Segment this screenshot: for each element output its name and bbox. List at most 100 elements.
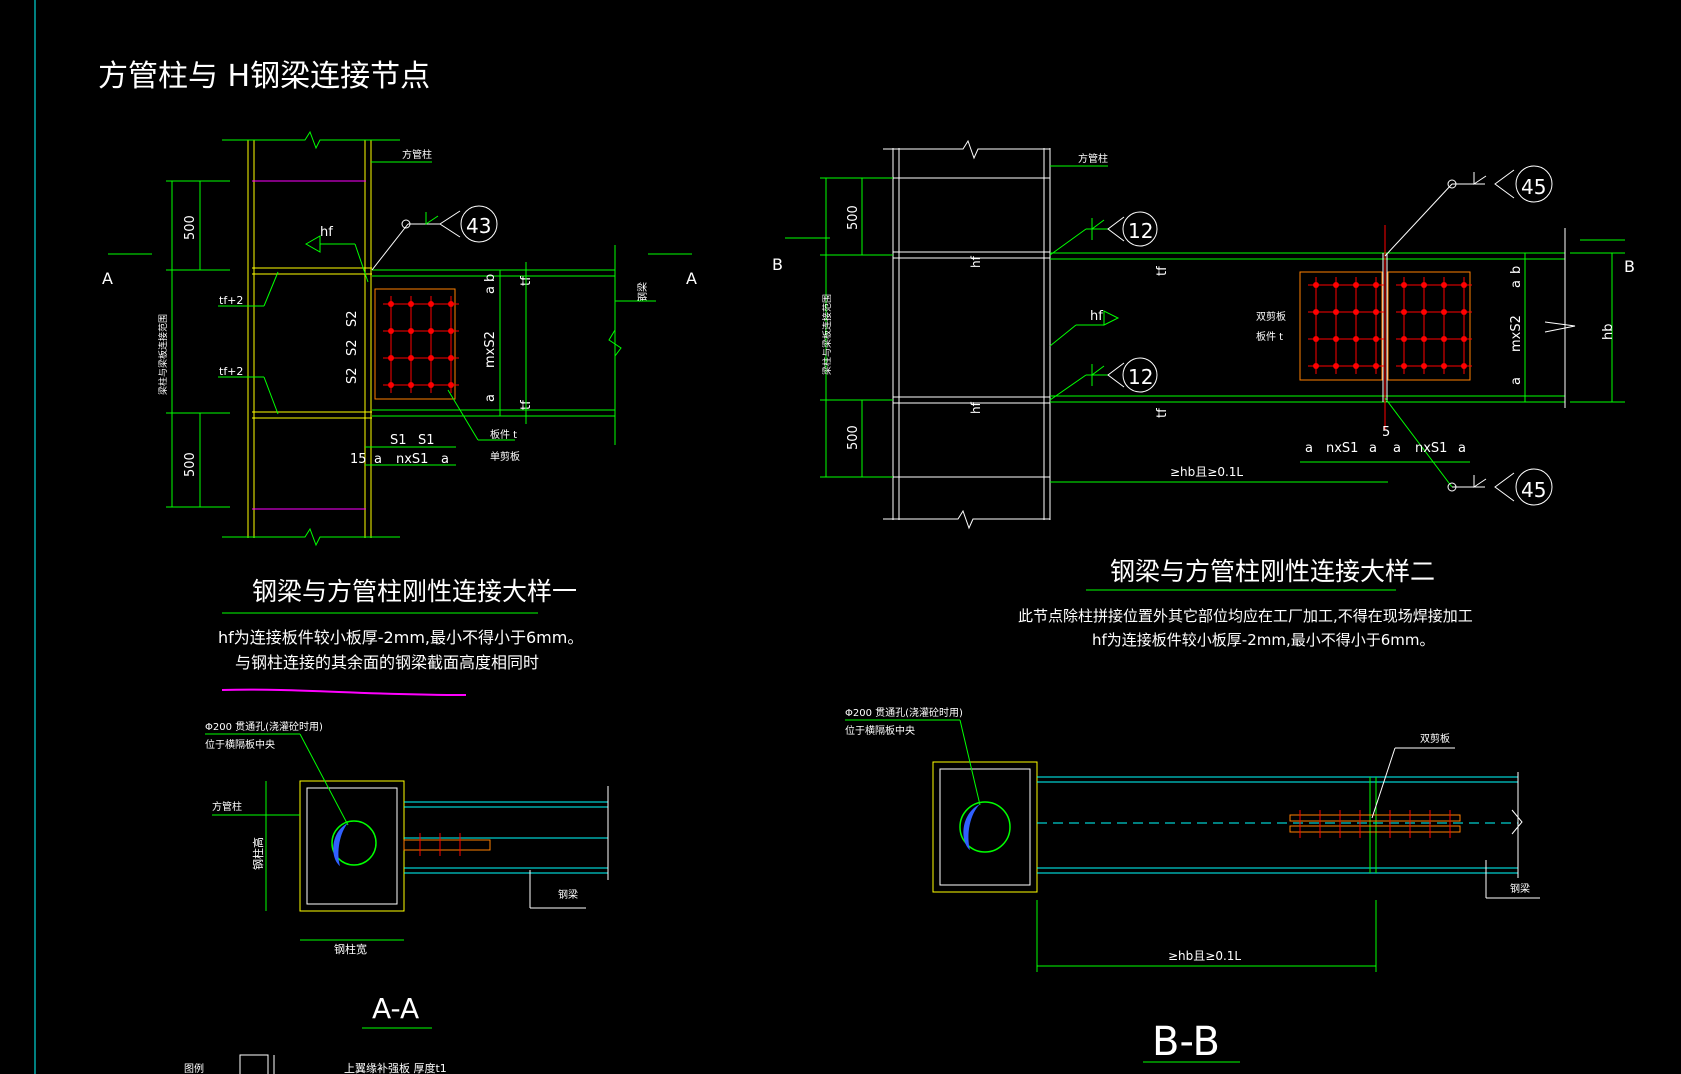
d1-range-label: 梁柱与梁板连接范围: [157, 314, 169, 395]
aa-pour-hole-shade: [333, 823, 348, 866]
d2-weld45-top-leader: [1384, 183, 1453, 257]
d1-bolt: [428, 382, 434, 388]
page-title: 方管柱与 H钢梁连接节点: [98, 59, 430, 94]
d1-label-hf: hf: [320, 225, 333, 240]
d1-s2-1: S2: [345, 310, 360, 327]
aa-note-hole-2: 位于横隔板中央: [205, 738, 275, 751]
d1-label-tf2-bottom: tf+2: [219, 365, 243, 378]
d2-weld45-bot-tail: [1494, 472, 1515, 502]
d2-title: 钢梁与方管柱刚性连接大样二: [1110, 557, 1435, 586]
d2-label-hf: hf: [1090, 309, 1103, 324]
d1-label-plate: 板件 t: [490, 428, 517, 441]
d2-label-5: 5: [1382, 425, 1390, 440]
d2-break-bottom: [883, 509, 1050, 530]
d2-right-bolt: [1401, 282, 1407, 288]
d2-b-top: b: [1509, 266, 1524, 274]
d1-bolt-group: [383, 296, 459, 393]
d2-left-bolt: [1313, 309, 1319, 315]
d2-a-3: a: [1393, 441, 1401, 456]
d1-label-single-shear: 单剪板: [490, 450, 520, 463]
d2-weld45-top-text: 45: [1521, 175, 1546, 199]
d1-hf-leader-b: [354, 243, 369, 283]
d2-left-bolt: [1333, 282, 1339, 288]
d2-weld45-top-circle: [1515, 165, 1553, 203]
d2-weld45-top-tail: [1494, 169, 1515, 199]
d1-weld-symbol-text: 43: [466, 214, 491, 238]
d2-dim-500-top: 500: [846, 205, 861, 230]
d2-right-bolt: [1461, 336, 1467, 342]
d2-weld12-bot-circle: [1122, 357, 1158, 393]
d2-right-bolt: [1441, 282, 1447, 288]
d2-nxs1-right: nxS1: [1415, 441, 1447, 456]
d2-left-bolt: [1313, 282, 1319, 288]
bb-dim-length: ≥hb且≥0.1L: [1168, 949, 1241, 963]
d1-label-column: 方管柱: [402, 148, 432, 161]
d1-a-bot: a: [483, 394, 498, 402]
bb-note-hole: Φ200 贯通孔(浇灌砼时用): [845, 706, 963, 719]
d1-title: 钢梁与方管柱刚性连接大样一: [252, 577, 577, 606]
d2-note-1: 此节点除柱拼接位置外其它部位均应在工厂加工,不得在现场焊接加工: [1018, 607, 1473, 625]
d1-weld-symbol-circle: [460, 205, 498, 243]
bb-beam-break: [1511, 809, 1523, 835]
d1-leader-tf2-top-b: [263, 271, 279, 307]
d2-beam-break: [1544, 321, 1576, 333]
d1-section-marker-right: A: [686, 269, 697, 288]
d2-right-bolt: [1401, 363, 1407, 369]
section-aa: 钢柱高 钢柱宽 方管柱 Φ200 贯通孔(浇灌砼时用) 位于横隔板中央 钢梁: [205, 720, 609, 956]
d1-weld-flag: [401, 219, 411, 229]
d1-bolt: [388, 301, 394, 307]
section-bb: Φ200 贯通孔(浇灌砼时用) 位于横隔板中央 双剪板 钢梁 ≥hb且≥0.1L: [845, 706, 1540, 972]
d1-bolt: [448, 355, 454, 361]
d2-range-label: 梁柱与梁板连接范围: [821, 294, 833, 375]
d2-right-bolt: [1441, 363, 1447, 369]
bb-leader-double-shear-b: [1371, 747, 1396, 819]
bb-label-double-shear: 双剪板: [1420, 732, 1450, 745]
d1-note-underline: [221, 688, 467, 696]
aa-label-col-height: 钢柱高: [251, 837, 265, 870]
d2-tf-bot: tf: [1155, 408, 1170, 418]
d2-splice-plate-right: [1387, 271, 1471, 381]
d2-right-bolt: [1441, 309, 1447, 315]
aa-column-inner: [306, 787, 398, 905]
legend-label-2: 上翼缘补强板 厚度t1: [344, 1061, 447, 1074]
d2-tf-top: tf: [1155, 266, 1170, 276]
d2-hf-leader-b: [1049, 324, 1077, 347]
d1-beam-break: [608, 329, 622, 357]
d2-bolt-group: [1308, 277, 1472, 374]
d2-dim-500-bottom: 500: [846, 425, 861, 450]
d2-a-top: a: [1509, 280, 1524, 288]
d2-left-bolt: [1373, 309, 1379, 315]
bb-label-beam: 钢梁: [1510, 882, 1530, 895]
d1-section-marker-left: A: [102, 269, 113, 288]
d1-leader-tf2-bottom-b: [263, 376, 279, 415]
d1-label-beam: 钢梁: [636, 282, 649, 302]
d2-right-bolt: [1461, 282, 1467, 288]
d1-bolt: [428, 301, 434, 307]
d1-bolt: [428, 328, 434, 334]
d2-nxs1-left: nxS1: [1326, 441, 1358, 456]
d2-weld45-top-flag: [1447, 179, 1457, 189]
d2-label-hb: hb: [1601, 324, 1616, 341]
d1-s2-2: S2: [345, 339, 360, 356]
d1-break-line-bottom: [222, 527, 400, 547]
aa-column-outer: [299, 780, 405, 912]
d2-left-bolt: [1333, 336, 1339, 342]
d1-plate-leader: [447, 389, 479, 441]
d2-left-bolt: [1353, 282, 1359, 288]
bb-pour-hole-shade: [963, 804, 980, 850]
d2-weld12-bot-mark: [1091, 364, 1105, 386]
aa-shear-plate: [403, 839, 491, 851]
d2-right-bolt: [1441, 336, 1447, 342]
d2-break-top: [883, 139, 1050, 160]
d1-mxs2: mxS2: [483, 331, 498, 368]
aa-note-hole: Φ200 贯通孔(浇灌砼时用): [205, 720, 323, 733]
d1-bolt: [448, 301, 454, 307]
d1-shear-plate: [374, 288, 456, 400]
d2-hf-left-bot: hf: [969, 401, 983, 414]
d2-splice-plate-left: [1299, 271, 1383, 381]
legend-label-1: 图例: [184, 1062, 204, 1074]
detail2-elevation: B B 500 500 梁柱与梁板连接范围 hf hf tf tf 方管柱 12…: [772, 139, 1635, 530]
d2-weld45-top-mark: [1473, 172, 1487, 185]
d2-left-bolt: [1333, 309, 1339, 315]
d2-mxs2: mxS2: [1509, 315, 1524, 352]
